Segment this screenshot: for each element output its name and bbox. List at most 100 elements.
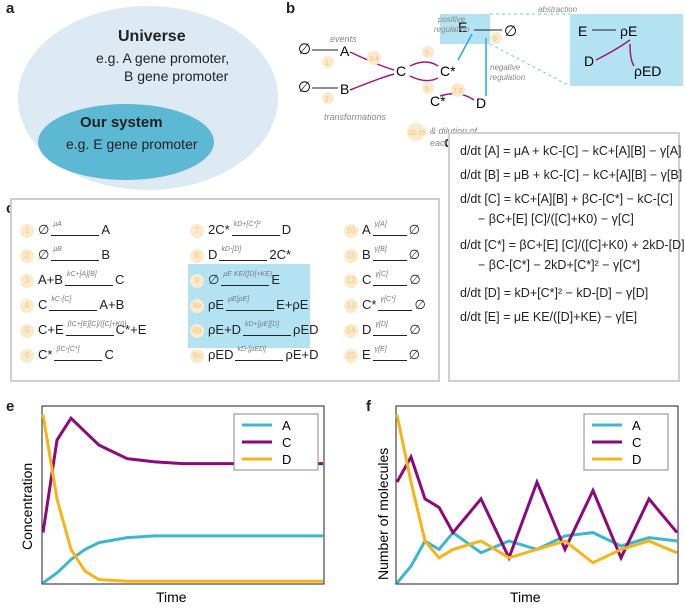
label-regulation: regulation [434, 25, 470, 34]
series-line-A [42, 534, 323, 585]
reaction-rhs: C [104, 347, 114, 362]
reaction-rhs: A+B [99, 297, 125, 312]
abstraction-rhoED: ρED [634, 63, 661, 79]
reaction-number: 6 [20, 348, 34, 363]
species-Cstar: C* [440, 63, 456, 79]
reaction-arrow: γ[D] [373, 321, 408, 337]
legend-label-C: C [282, 435, 291, 450]
reaction-arrow: γ[C] [373, 271, 408, 287]
equation-A: d/dt [A] = μA + kC-[C] − kC+[A][B] − γ[A… [460, 144, 682, 158]
reaction-rate: γ[C] [375, 271, 388, 279]
badge-5: 5 [425, 50, 429, 57]
reaction-rhs: ρED [293, 322, 319, 337]
reaction-arrow: γ[B] [372, 246, 407, 262]
reaction-arrow: γ[E] [372, 346, 407, 362]
panel-label-f: f [366, 398, 371, 415]
reaction-6: 6 C*βC-[C*] C [20, 346, 114, 363]
legend-label-D: D [282, 452, 291, 467]
reaction-lhs: D [362, 322, 372, 337]
reaction-lhs: 2C* [208, 222, 230, 237]
chart-f-frame [395, 405, 679, 585]
label-regulation-2: regulation [490, 73, 526, 82]
reaction-number: 5 [20, 323, 34, 338]
reaction-rhs: B [101, 247, 110, 262]
chart-f-xlabel: Time [510, 589, 541, 605]
abstraction-box [570, 14, 683, 86]
label-positive: positive [437, 15, 466, 24]
series-line-D [395, 414, 678, 565]
reaction-number: 1 [20, 223, 34, 238]
chart-e: Concentration Time ACD [19, 405, 325, 605]
species-B: B [340, 81, 349, 97]
reaction-rhs: ∅ [408, 347, 420, 362]
chart-e-xlabel: Time [156, 589, 187, 605]
reaction-arrow: kD+[C*]² [231, 221, 280, 237]
reaction-number: 9 [190, 273, 204, 288]
legend-label-A: A [282, 418, 291, 433]
reaction-number: 10 [344, 223, 358, 238]
reaction-rate: γ[A] [374, 221, 387, 229]
species-Cstar-2: C* [430, 93, 446, 109]
badge-9: 9 [493, 36, 497, 43]
system-line: e.g. E gene promoter [66, 136, 198, 152]
reaction-lhs: C* [38, 347, 53, 362]
reaction-9: 9∅μE KE/([D]+KE)E [190, 271, 280, 288]
null-species-2: ∅ [298, 79, 311, 96]
reaction-lhs: ρED [208, 347, 234, 362]
abstraction-D: D [584, 53, 594, 69]
reaction-rate: γ[E] [374, 346, 387, 354]
reaction-arrow: βC+[E][C]/([C]+K0) [65, 321, 127, 337]
reaction-rhs: E [271, 272, 280, 287]
reaction-number: 14 [344, 323, 358, 338]
highlight-e-box [440, 14, 490, 44]
label-events: events [330, 34, 357, 44]
reaction-number: 15 [344, 348, 358, 363]
reaction-arrow: βC-[C*] [54, 346, 103, 362]
legend-label-D: D [632, 452, 641, 467]
reaction-lhs: C+E [38, 322, 64, 337]
reaction-arrow: kD-[D] [219, 246, 268, 262]
reaction-lhs: A [362, 222, 371, 237]
reaction-lhs: E [362, 347, 371, 362]
reaction-lhs: A+B [38, 272, 63, 287]
species-A: A [340, 43, 350, 59]
reaction-lhs: D [208, 247, 218, 262]
reaction-rate: βC-[C*] [56, 346, 80, 354]
abstraction-E: E [578, 23, 587, 39]
equations-box [448, 132, 680, 382]
reaction-arrow: μE[ρE] [226, 296, 275, 312]
species-C: C [396, 63, 406, 79]
reaction-number: 3 [20, 273, 34, 288]
reaction-number: 12 [344, 273, 358, 288]
reaction-number: 2 [20, 248, 34, 263]
chart-f: Number of molecules Time ACD [375, 405, 679, 605]
reaction-arrow: μE KE/([D]+KE) [221, 271, 272, 287]
universe-title: Universe [118, 28, 186, 45]
reaction-number: 9a [190, 298, 204, 313]
reactions-box [10, 198, 440, 382]
reaction-arrow: kD+[ρE][D] [243, 321, 292, 337]
equation-Cstar: d/dt [C*] = βC+[E] [C]/([C]+K0) + 2kD-[D… [460, 238, 685, 252]
reaction-arrow: kC-[C] [49, 296, 98, 312]
reaction-number: 4 [20, 298, 34, 313]
reaction-arrow: kC+[A][B] [64, 271, 113, 287]
reaction-rhs: C [114, 272, 125, 287]
reaction-lhs: ∅ [38, 222, 50, 237]
reaction-rhs: D [281, 222, 292, 237]
panel-label-a: a [6, 0, 15, 17]
reaction-number: 7 [190, 223, 204, 238]
reaction-rate: γ[D] [375, 321, 388, 329]
reaction-rate: μE[ρE] [228, 296, 250, 304]
panel-label-e: e [6, 398, 15, 415]
